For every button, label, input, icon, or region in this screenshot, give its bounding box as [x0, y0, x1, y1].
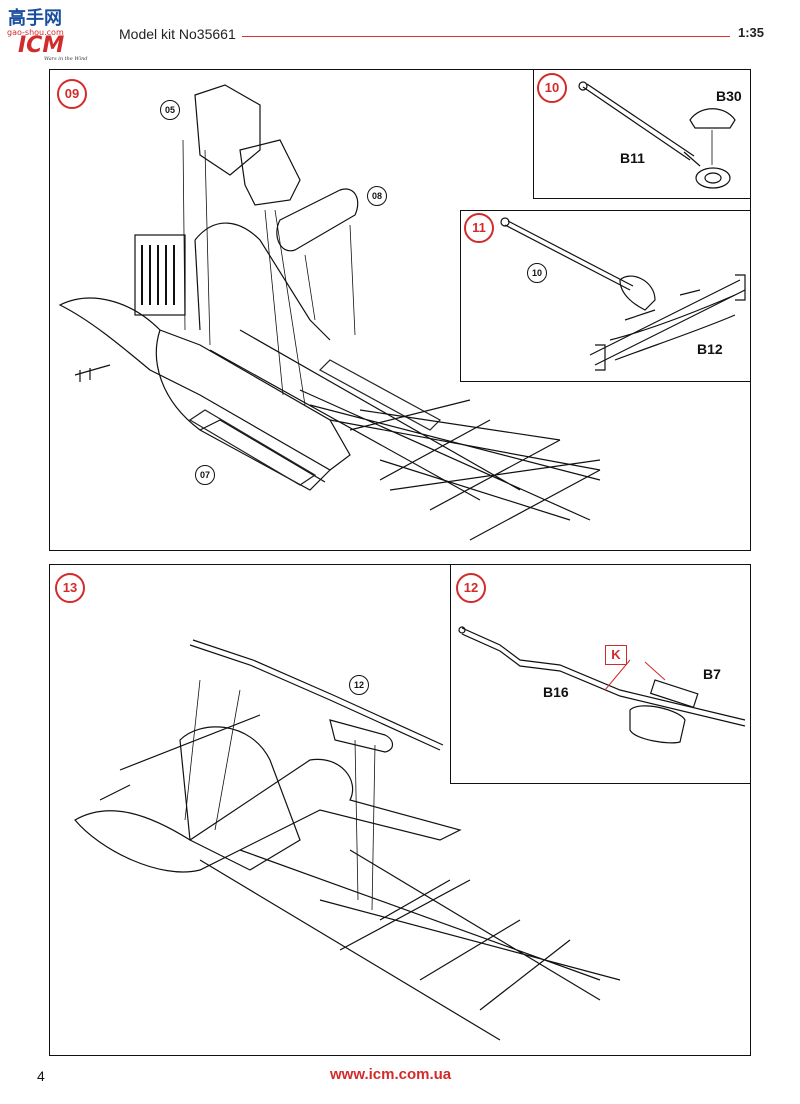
page-number: 4 — [37, 1068, 45, 1084]
icm-logo: 高手网 gao-shou.com ICM Wars in the Wind — [4, 4, 102, 62]
footer-url[interactable]: www.icm.com.ua — [330, 1066, 452, 1083]
step-10-panel — [533, 69, 751, 199]
step-13-chassis-drawing — [74, 639, 621, 1041]
scale-label: 1:35 — [738, 25, 765, 40]
part-label-b11: B11 — [620, 150, 645, 166]
part-label-b7: B7 — [703, 666, 721, 682]
step-12-exhaust-drawing — [458, 626, 746, 744]
step-09-chassis-drawing — [58, 84, 601, 541]
step-10-driveshaft-drawing — [578, 81, 736, 189]
step-12-badge: 12 — [456, 573, 486, 603]
step-09-badge: 09 — [57, 79, 87, 109]
logo-brand: ICM — [18, 33, 64, 58]
model-kit-title: Model kit No35661 — [119, 26, 236, 42]
part-label-b16: B16 — [543, 684, 569, 700]
ref-12: 12 — [349, 675, 369, 695]
icm-logo-graphic: 高手网 gao-shou.com ICM Wars in the Wind — [7, 7, 88, 62]
part-label-b12: B12 — [697, 341, 723, 357]
step-11-rear-axle-drawing — [500, 217, 746, 371]
marker-k: K — [605, 645, 627, 665]
logo-tagline: Wars in the Wind — [44, 56, 88, 62]
ref-07: 07 — [195, 465, 215, 485]
part-label-b30: B30 — [716, 88, 742, 104]
step-13-badge: 13 — [55, 573, 85, 603]
step-11-badge: 11 — [464, 213, 494, 243]
logo-site-url: gao-shou.com — [7, 28, 64, 37]
step-12-panel — [450, 564, 751, 784]
logo-site-text: 高手网 — [8, 7, 62, 29]
ref-08: 08 — [367, 186, 387, 206]
ref-05: 05 — [160, 100, 180, 120]
ref-10: 10 — [527, 263, 547, 283]
step-10-badge: 10 — [537, 73, 567, 103]
header-rule — [242, 36, 730, 37]
